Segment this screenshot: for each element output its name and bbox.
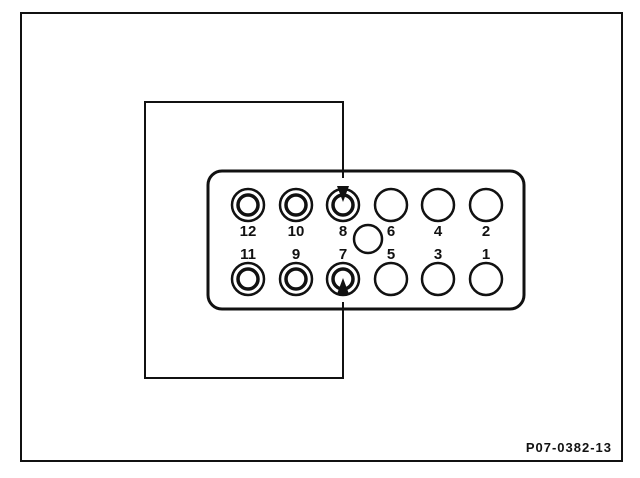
center-key-pin — [352, 223, 384, 255]
pin-9-inner — [284, 267, 308, 291]
pin-label-6: 6 — [387, 223, 395, 240]
pin-9-outer — [278, 261, 314, 297]
pin-8-outer — [325, 187, 361, 223]
pin-label-3: 3 — [434, 246, 442, 263]
pin-12-outer — [230, 187, 266, 223]
pin-11-inner — [236, 267, 260, 291]
pin-3-outer — [420, 261, 456, 297]
diagram-frame — [20, 12, 623, 462]
connector-housing — [206, 169, 526, 311]
pin-label-5: 5 — [387, 246, 395, 263]
figure-reference-code: P07-0382-13 — [525, 440, 612, 455]
pin-6-outer — [373, 187, 409, 223]
pin-label-1: 1 — [482, 246, 490, 263]
pin-label-7: 7 — [339, 246, 347, 263]
pin-label-9: 9 — [292, 246, 300, 263]
pin-label-8: 8 — [339, 223, 347, 240]
pin-4-outer — [420, 187, 456, 223]
pin-10-inner — [284, 193, 308, 217]
pin-10-outer — [278, 187, 314, 223]
pin-7-outer — [325, 261, 361, 297]
pin-label-11: 11 — [240, 246, 256, 263]
pin-12-inner — [236, 193, 260, 217]
pin-5-outer — [373, 261, 409, 297]
pin-7-inner — [331, 267, 355, 291]
pin-1-outer — [468, 261, 504, 297]
pin-2-outer — [468, 187, 504, 223]
pin-label-4: 4 — [434, 223, 443, 240]
pin-8-inner — [331, 193, 355, 217]
pin-label-12: 12 — [240, 223, 257, 240]
pin-label-10: 10 — [288, 223, 305, 240]
test-lead-wire — [144, 101, 344, 379]
arrow-up-icon — [337, 278, 349, 294]
pin-label-2: 2 — [482, 223, 490, 240]
pin-11-outer — [230, 261, 266, 297]
